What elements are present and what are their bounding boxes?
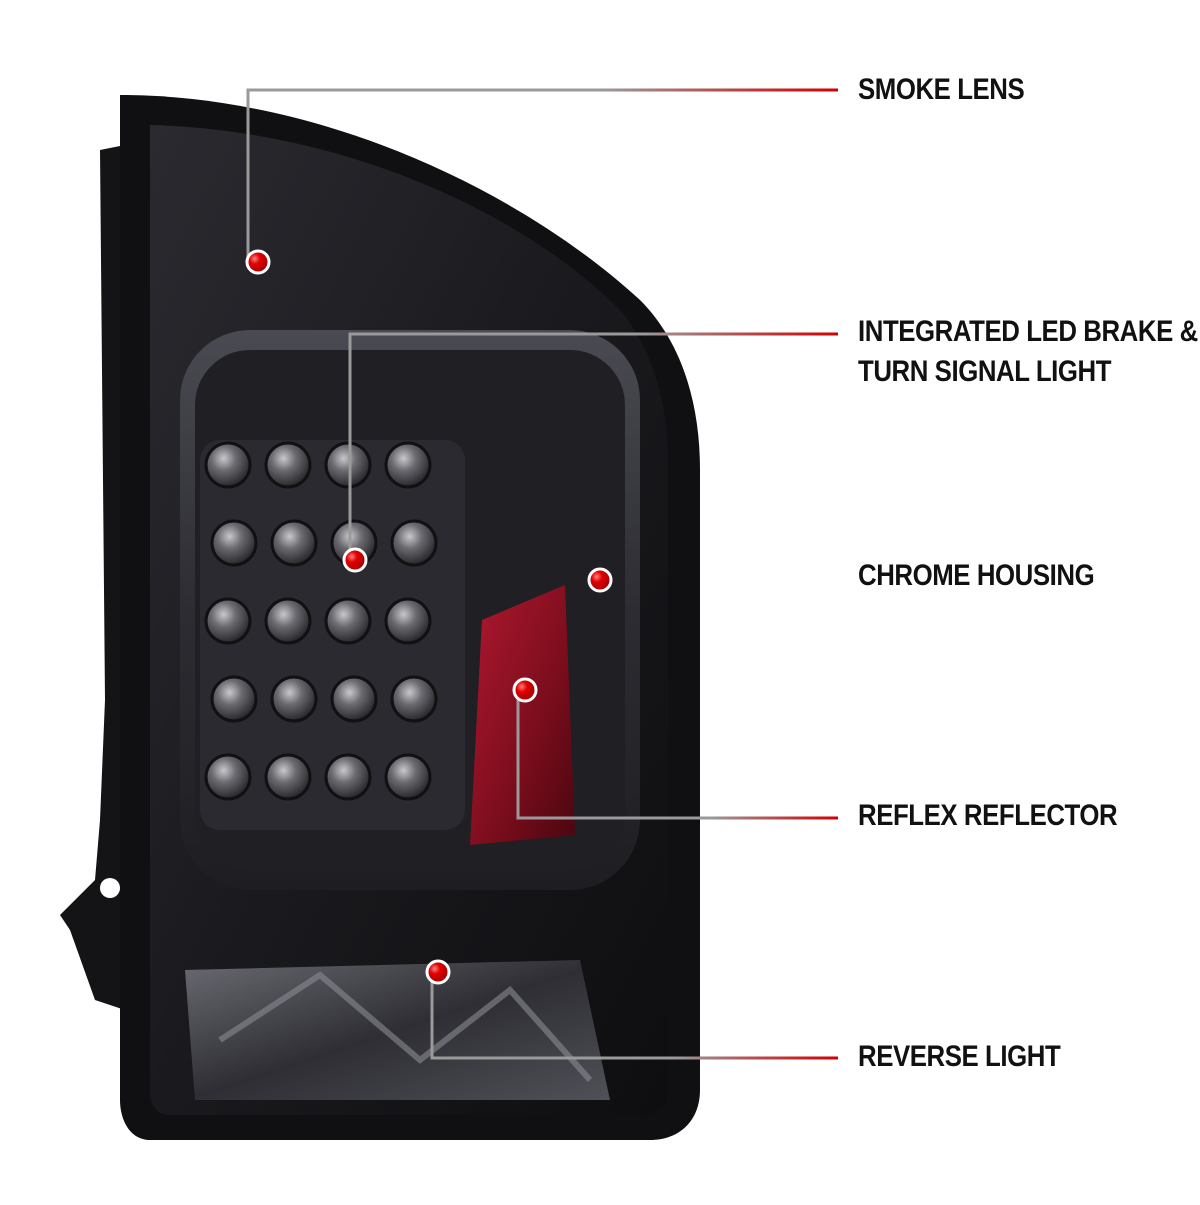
mounting-hole (100, 878, 120, 898)
callout-label-smoke-lens: SMOKE LENS (858, 70, 1025, 110)
callout-text: INTEGRATED LED BRAKE & (858, 315, 1198, 348)
callout-label-reverse-light: REVERSE LIGHT (858, 1037, 1061, 1077)
callout-dot-reverse-light (425, 959, 451, 985)
led-array (204, 441, 438, 801)
callout-text: REFLEX REFLECTOR (858, 799, 1118, 832)
callout-label-reflex-reflector: REFLEX REFLECTOR (858, 796, 1118, 836)
led-bulb (204, 441, 252, 489)
led-bulb (264, 753, 312, 801)
callout-label-led-brake: INTEGRATED LED BRAKE & TURN SIGNAL LIGHT (858, 312, 1198, 392)
mounting-bracket (60, 145, 125, 1010)
led-bulb (324, 753, 372, 801)
callout-dot-reflex-reflector (512, 677, 538, 703)
led-bulb (390, 675, 438, 723)
led-bulb (264, 441, 312, 489)
led-bulb (390, 519, 438, 567)
led-bulb (204, 753, 252, 801)
led-bulb (264, 597, 312, 645)
callout-dot-led-brake (342, 547, 368, 573)
led-bulb (324, 597, 372, 645)
reflex-reflector-red (470, 585, 575, 845)
led-bulb (210, 519, 258, 567)
callout-text: REVERSE LIGHT (858, 1040, 1061, 1073)
led-bulb (204, 597, 252, 645)
callout-dot-chrome-housing (587, 567, 613, 593)
callout-text: SMOKE LENS (858, 73, 1025, 106)
callout-label-chrome-housing: CHROME HOUSING (858, 556, 1095, 596)
led-bulb (384, 441, 432, 489)
led-bulb (270, 675, 318, 723)
callout-text: CHROME HOUSING (858, 559, 1095, 592)
callout-dot-smoke-lens (245, 249, 271, 275)
led-bulb (384, 597, 432, 645)
led-bulb (384, 753, 432, 801)
callout-text: TURN SIGNAL LIGHT (858, 355, 1112, 388)
callout-dots (245, 249, 613, 985)
led-bulb (330, 675, 378, 723)
led-bulb (210, 675, 258, 723)
led-bulb (270, 519, 318, 567)
led-bulb (324, 441, 372, 489)
leader-lines (246, 88, 838, 1060)
